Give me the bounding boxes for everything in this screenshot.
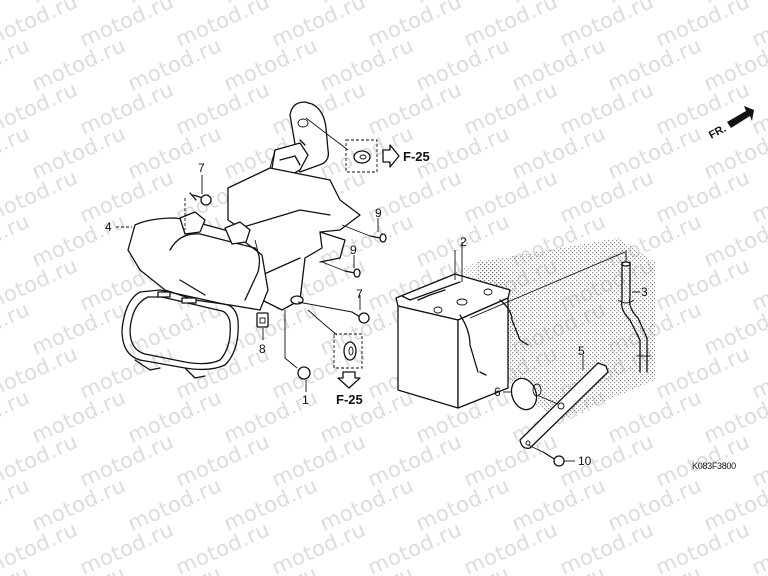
diagram-code: K083F3800 — [692, 461, 736, 471]
reference-f25-upper[interactable]: F-25 — [403, 149, 430, 164]
part-9-screw-upper — [341, 218, 387, 243]
callout-1: 1 — [302, 393, 309, 407]
callout-5: 5 — [578, 344, 585, 358]
callout-9-upper: 9 — [375, 206, 382, 220]
callout-7-upper: 7 — [198, 161, 205, 175]
reference-f25-lower[interactable]: F-25 — [336, 392, 363, 407]
front-direction-arrow — [727, 106, 754, 128]
callout-3: 3 — [641, 285, 648, 299]
part-6-cushion — [503, 377, 559, 411]
part-1-grommet — [284, 310, 311, 392]
part-3-breather-tube — [617, 250, 650, 373]
battery-tray — [127, 211, 269, 311]
part-9-screw-lower — [321, 255, 361, 278]
callout-7-lower: 7 — [356, 287, 363, 301]
callout-9-lower: 9 — [350, 243, 357, 257]
part-10-bolt — [527, 444, 575, 467]
callout-8: 8 — [259, 342, 266, 356]
lower-reference-group — [307, 309, 363, 389]
part-7-bolt-upper — [184, 175, 212, 230]
part-8-clip-nut — [256, 312, 269, 340]
part-5-holder-band — [519, 355, 609, 449]
upper-reference-group — [305, 117, 400, 173]
upper-bracket — [271, 101, 330, 179]
callout-6: 6 — [494, 385, 501, 399]
callout-2: 2 — [460, 235, 467, 249]
tray-frame-loop — [121, 289, 239, 379]
part-7-bolt-lower — [297, 295, 370, 324]
callout-4: 4 — [105, 220, 112, 234]
callout-10: 10 — [578, 454, 592, 468]
